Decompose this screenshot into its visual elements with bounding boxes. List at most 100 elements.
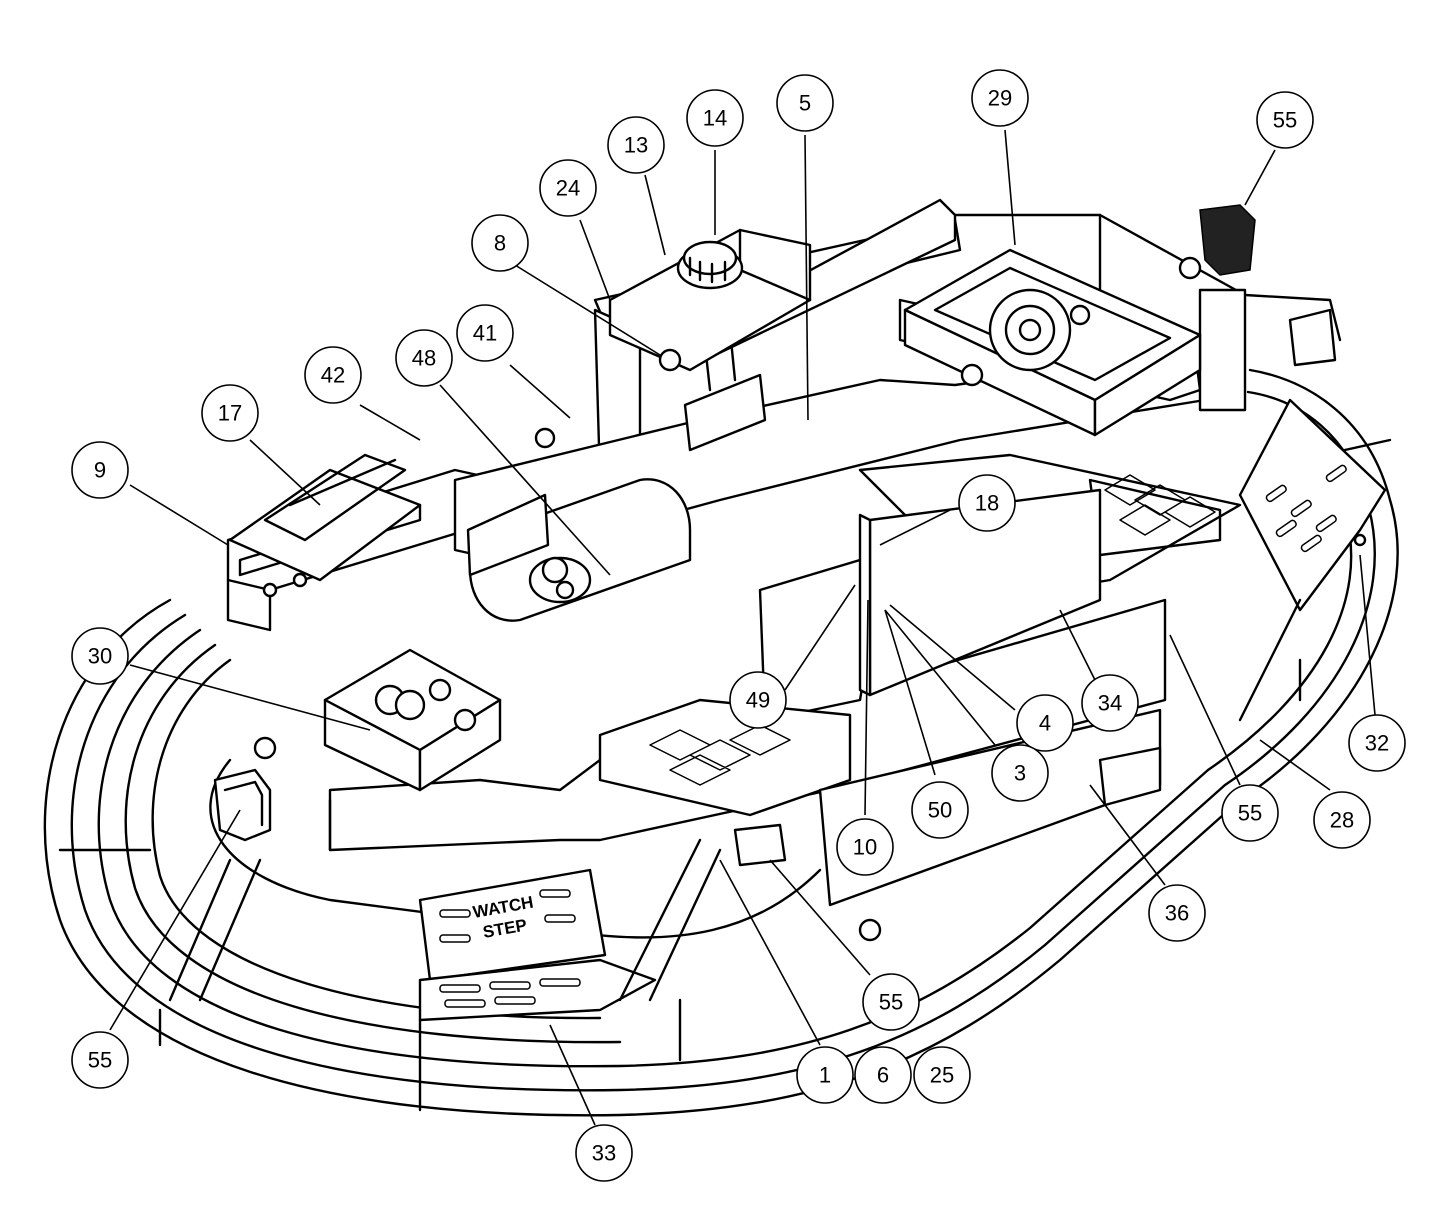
left-footrest (598, 698, 852, 817)
callout-circle (395, 329, 453, 387)
callout-circle (1256, 91, 1314, 149)
callout-circle (776, 74, 834, 132)
callout-48: 48 (395, 329, 453, 387)
callout-label: 14 (703, 106, 727, 131)
lower-panel (818, 708, 1162, 907)
callout-5: 5 (776, 74, 834, 132)
callout-14: 14 (686, 89, 744, 147)
callout-circle (304, 346, 362, 404)
callout-label: 3 (1014, 761, 1026, 786)
callout-label: 42 (321, 363, 345, 388)
callout-label: 8 (494, 231, 506, 256)
callout-label: 18 (975, 491, 999, 516)
callout-6: 6 (854, 1046, 912, 1104)
callout-circle (71, 1031, 129, 1089)
callout-circle (471, 214, 529, 272)
light-top (1199, 204, 1256, 276)
callout-label: 41 (473, 321, 497, 346)
light-bottom (733, 823, 787, 867)
callout-circle (1016, 694, 1074, 752)
callout-50: 50 (911, 781, 969, 839)
callout-3: 3 (991, 744, 1049, 802)
callout-label: 55 (1273, 108, 1297, 133)
callout-label: 55 (1238, 801, 1262, 826)
callout-13: 13 (607, 116, 665, 174)
callout-41: 41 (456, 304, 514, 362)
switch-box (228, 453, 422, 598)
callout-circle (607, 116, 665, 174)
callout-circle (913, 1046, 971, 1104)
callout-25: 25 (913, 1046, 971, 1104)
leader-lines (109, 129, 1376, 1126)
callout-33: 33 (575, 1124, 633, 1182)
callouts: 14 5 29 55 13 24 8 41 48 42 17 9 18 30 49 34 4 32 3 50 10 55 2… (71, 69, 1406, 1182)
callout-label: 24 (556, 176, 580, 201)
callout-label: 36 (1165, 901, 1189, 926)
callout-label: 32 (1365, 731, 1389, 756)
mesh-right (1104, 474, 1216, 536)
callout-18: 18 (958, 474, 1016, 532)
callout-29: 29 (971, 69, 1029, 127)
callout-circle (971, 69, 1029, 127)
callout-label: 33 (592, 1141, 616, 1166)
callout-label: 48 (412, 346, 436, 371)
callout-55-left: 55 (71, 1031, 129, 1089)
callout-17: 17 (201, 384, 259, 442)
callout-circle (854, 1046, 912, 1104)
callout-circle (539, 159, 597, 217)
perforated-plates (466, 373, 767, 577)
callout-55-bottom: 55 (862, 973, 920, 1031)
callout-label: 55 (88, 1048, 112, 1073)
callout-label: 30 (88, 644, 112, 669)
callout-circle (1313, 791, 1371, 849)
callout-circle (686, 89, 744, 147)
callout-28: 28 (1313, 791, 1371, 849)
callout-9: 9 (71, 441, 129, 499)
callout-circle (836, 818, 894, 876)
callout-circle (71, 627, 129, 685)
callout-55-right: 55 (1221, 784, 1279, 842)
callout-circle (911, 781, 969, 839)
callout-4: 4 (1016, 694, 1074, 752)
callout-label: 9 (94, 458, 106, 483)
callout-label: 28 (1330, 808, 1354, 833)
callout-10: 10 (836, 818, 894, 876)
callout-label: 25 (930, 1063, 954, 1088)
callout-label: 17 (218, 401, 242, 426)
callout-circle (1221, 784, 1279, 842)
callout-circle (796, 1046, 854, 1104)
step-plate-front: WATCH STEP (418, 868, 657, 1022)
callout-36: 36 (1148, 884, 1206, 942)
callout-label: 29 (988, 86, 1012, 111)
callout-34: 34 (1081, 674, 1139, 732)
step-plate-right (1238, 398, 1387, 612)
callout-55-top: 55 (1256, 91, 1314, 149)
callout-label: 50 (928, 798, 952, 823)
callout-label: 10 (853, 835, 877, 860)
callout-circle (729, 671, 787, 729)
fuel-tank (608, 228, 812, 372)
callout-circle (456, 304, 514, 362)
callout-32: 32 (1348, 714, 1406, 772)
callout-1: 1 (796, 1046, 854, 1104)
callout-label: 4 (1039, 711, 1051, 736)
callout-label: 49 (746, 688, 770, 713)
gearbox-left (323, 648, 502, 792)
callout-label: 13 (624, 133, 648, 158)
callout-label: 1 (819, 1063, 831, 1088)
callout-circle (71, 441, 129, 499)
callout-49: 49 (729, 671, 787, 729)
callout-24: 24 (539, 159, 597, 217)
skids (168, 598, 1302, 1002)
callout-circle (958, 474, 1016, 532)
callout-8: 8 (471, 214, 529, 272)
callout-label: 5 (799, 91, 811, 116)
callout-30: 30 (71, 627, 129, 685)
callout-circle (1081, 674, 1139, 732)
callout-circle (575, 1124, 633, 1182)
callout-circle (201, 384, 259, 442)
callout-label: 6 (877, 1063, 889, 1088)
mesh-left (649, 724, 791, 786)
